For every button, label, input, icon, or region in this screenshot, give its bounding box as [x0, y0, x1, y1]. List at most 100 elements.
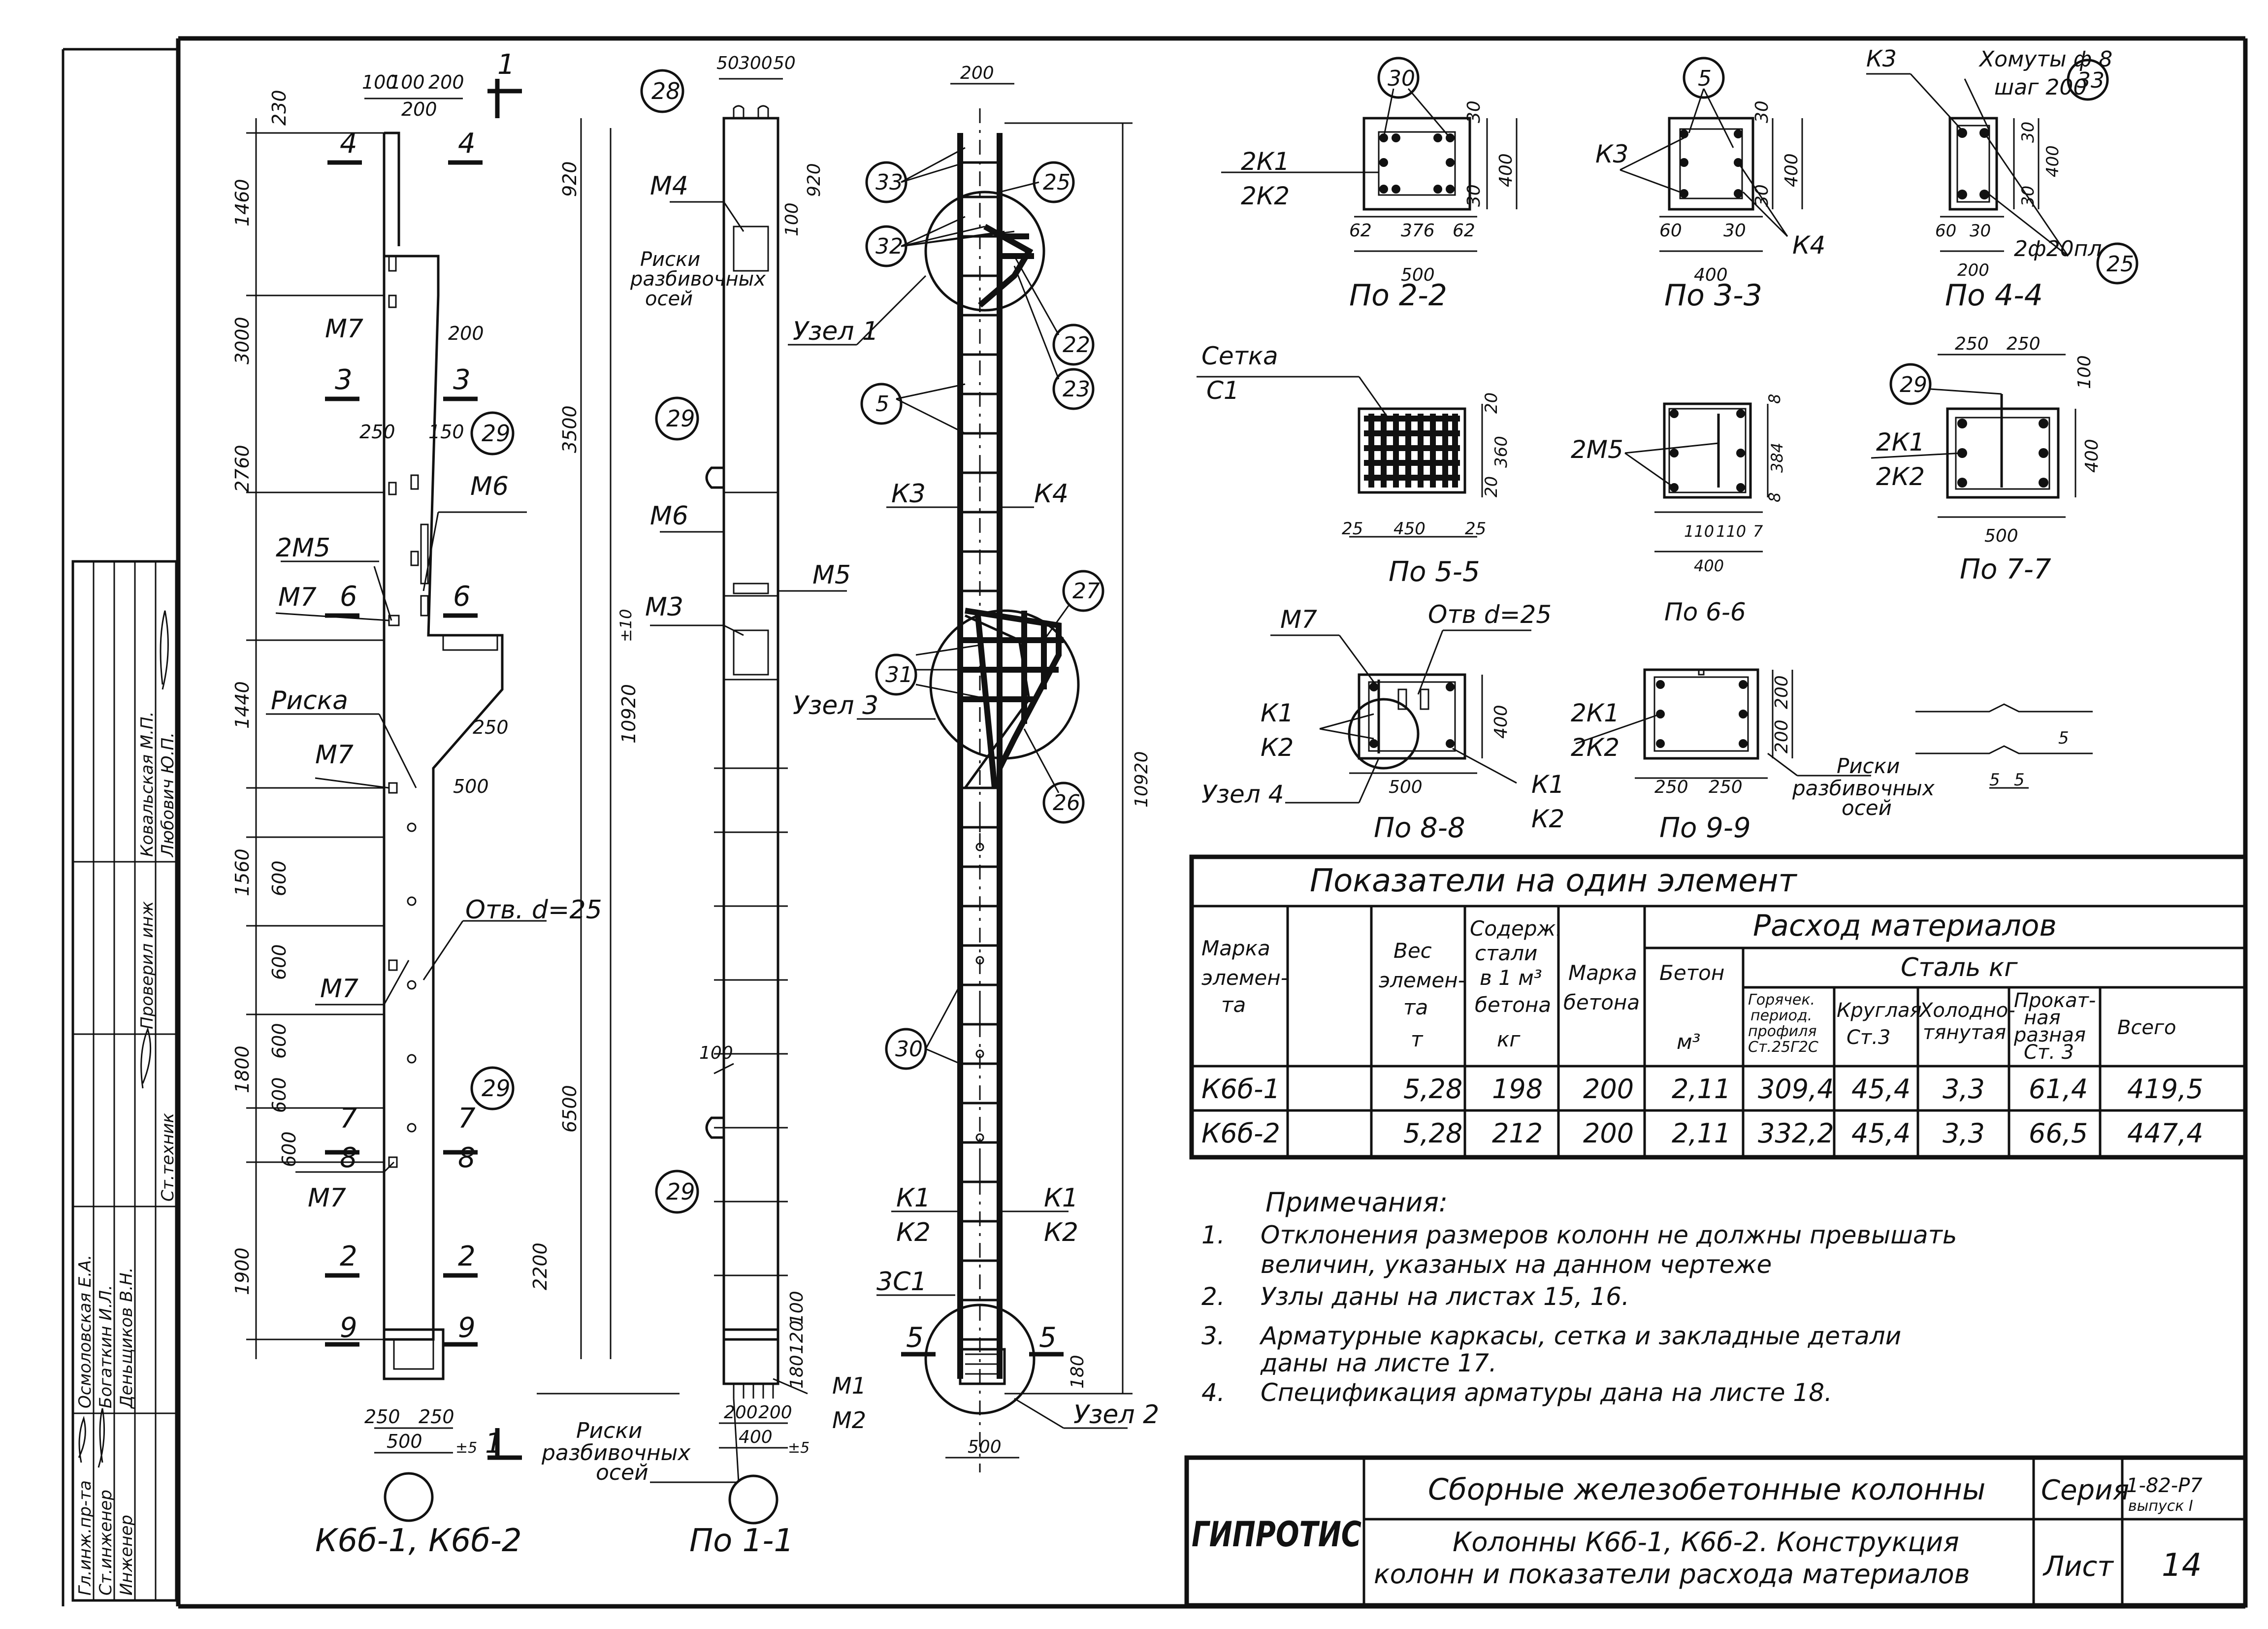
detail-dim-5b: 5 [1989, 770, 2000, 790]
table-head-beton-1: Бетон [1659, 961, 1724, 985]
s22-dim-400: 400 [1496, 153, 1516, 187]
dim-s11-100c: 100 [787, 1291, 807, 1325]
table-row-1-cell-8: 3,3 [1943, 1074, 1985, 1105]
s88-label-m7: М7 [1280, 605, 1317, 634]
sheet-frame [62, 36, 2248, 1609]
label-uzel3: Узел 3 [793, 691, 878, 720]
dim-10920: 10920 [618, 684, 640, 744]
s88-label-k2-left: К2 [1261, 733, 1294, 762]
dim-s11-200b: 200 [758, 1402, 792, 1423]
s33-dim-400: 400 [1694, 265, 1728, 285]
table-head-mbet-1: Марка [1568, 961, 1637, 985]
dim-s11-pm5: ±5 [788, 1439, 810, 1457]
table-head-soderzh-3: в 1 м³ [1480, 966, 1542, 990]
stamp-role-1: Гл.инж.пр-та [75, 1480, 95, 1596]
label-m1: М1 [832, 1372, 866, 1399]
section-3-3 [1620, 57, 1803, 252]
s33-dim-60: 60 [1659, 221, 1682, 241]
signature-2 [140, 610, 169, 1089]
s99-label-2k1: 2К1 [1571, 699, 1620, 727]
label-m6-s11: М6 [650, 501, 688, 531]
label-m2: М2 [832, 1407, 866, 1434]
dim-3500: 3500 [559, 405, 581, 453]
callout-22: 22 [1063, 332, 1090, 358]
detail-dim-5a: 5 [2058, 728, 2069, 748]
label-m7-mid: М7 [278, 583, 317, 612]
callout-30-s22: 30 [1388, 66, 1415, 91]
s55-title: По 5-5 [1389, 556, 1480, 588]
dim-top-100b: 100 [389, 71, 425, 93]
s99-dim-200b: 200 [1772, 719, 1792, 753]
section-mark-4-right: 4 [458, 128, 476, 160]
s33-label-k3: К3 [1595, 140, 1628, 168]
table-head-gor-4: Ст.25Г2С [1748, 1039, 1818, 1056]
note-3-line-1: Арматурные каркасы, сетка и закладные де… [1259, 1322, 1901, 1350]
label-m7-bottom: М7 [308, 1183, 346, 1213]
section-mark-3-right: 3 [453, 364, 471, 396]
s88-label-k1-right: К1 [1531, 770, 1564, 799]
callout-30-cage: 30 [895, 1037, 923, 1062]
dim-s11-50a: 50 [716, 53, 739, 73]
table-head-ves-3: та [1403, 995, 1428, 1019]
section-mark-6-right: 6 [453, 581, 471, 613]
s33-dim-30c: 30 [1752, 184, 1772, 207]
label-k2-left: К2 [896, 1218, 931, 1247]
callout-29-c: 29 [666, 405, 695, 432]
table-head-hol-1: Холодно- [1918, 999, 2015, 1022]
section-mark-3-left: 3 [335, 364, 353, 396]
section-1-1-view [640, 69, 847, 1525]
label-risks-elevation-2: разбивочных [541, 1440, 691, 1466]
titleblock-title2-line-2: колонн и показатели расхода материалов [1374, 1559, 1970, 1590]
label-uzel1: Узел 1 [793, 317, 878, 346]
label-m6: М6 [470, 472, 509, 501]
label-pm5: ±5 [455, 1439, 477, 1457]
s66-title: По 6-6 [1664, 598, 1746, 626]
s88-dim-500: 500 [1389, 777, 1423, 797]
table-head-marka-1: Марка [1201, 936, 1270, 960]
section-9-9 [1575, 668, 1871, 779]
stamp-name-5: Любович Ю.П. [158, 732, 178, 858]
table-row-2-cell-5: 2,11 [1672, 1118, 1731, 1149]
dim-600-a: 600 [268, 860, 290, 896]
label-risks-s11-2: разбивочных [630, 268, 766, 291]
note-4-text: Спецификация арматуры дана на листе 18. [1261, 1378, 1832, 1407]
table-row-1-cell-5: 2,11 [1672, 1074, 1731, 1105]
label-m7-low: М7 [320, 974, 358, 1004]
dim-1440: 1440 [231, 681, 253, 729]
s22-label-2k2: 2К2 [1241, 182, 1290, 210]
section-1-1-title: По 1-1 [689, 1523, 794, 1559]
table-head-prok-3: разная [2013, 1024, 2086, 1046]
s44-dim-200: 200 [1957, 261, 1989, 280]
section-7-7 [1871, 354, 2076, 518]
label-opening: Отв. d=25 [465, 895, 602, 925]
label-m7-corbel: М7 [315, 740, 354, 770]
s33-label-k4: К4 [1792, 231, 1825, 260]
dim-cage-500: 500 [968, 1437, 1002, 1457]
s77-title: По 7-7 [1960, 554, 2051, 586]
s99-dim-250b: 250 [1709, 777, 1743, 797]
s66-dim-400: 400 [1694, 556, 1724, 575]
dim-s11-200a: 200 [724, 1402, 758, 1423]
dim-600-b: 600 [268, 944, 290, 980]
stamp-role-3: Инженер [117, 1515, 136, 1596]
label-m7-top: М7 [325, 314, 363, 344]
note-2-num: 2. [1201, 1282, 1225, 1311]
table-head-ves-1: Вес [1393, 939, 1432, 963]
section-mark-8-left: 8 [340, 1142, 357, 1174]
dim-top-200b: 200 [401, 98, 437, 120]
titleblock-title1: Сборные железобетонные колонны [1428, 1472, 1985, 1507]
label-k1-left: К1 [896, 1183, 931, 1213]
table-head-mbet-2: бетона [1563, 990, 1640, 1014]
elevation-title: К6б-1, К6б-2 [315, 1523, 522, 1559]
dim-230: 230 [268, 90, 290, 126]
dim-600-c: 600 [268, 1023, 290, 1059]
callout-5-cage: 5 [875, 391, 889, 417]
axis-bubble-elevation [384, 1472, 434, 1522]
section-6-6 [1624, 402, 1769, 553]
callout-33: 33 [875, 170, 903, 195]
s22-title: По 2-2 [1349, 278, 1447, 313]
table-row-2-cell-7: 45,4 [1851, 1118, 1911, 1149]
callout-33-s44: 33 [2077, 68, 2105, 93]
weld-detail [1915, 703, 2093, 789]
section-5-5 [1197, 376, 1483, 538]
